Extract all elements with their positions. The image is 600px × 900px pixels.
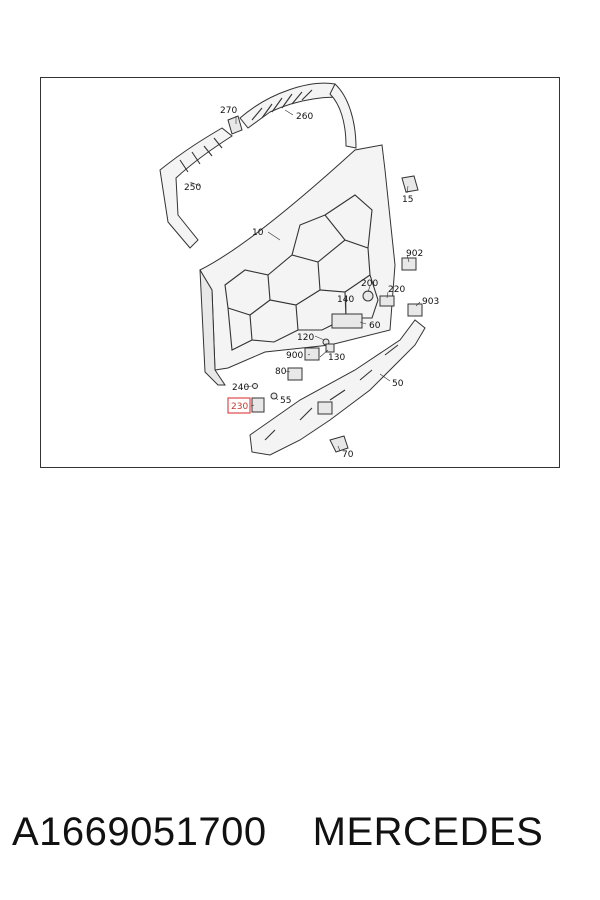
part-50-clip [317,401,333,415]
label-50: 50 [392,379,404,389]
brand-name: MERCEDES [312,809,544,854]
label-120: 120 [297,333,314,343]
label-10: 10 [252,228,264,238]
part-250-rail [159,127,233,249]
part-230-retainer [251,397,265,413]
label-200: 200 [361,279,378,289]
part-250-ribs [179,137,223,173]
part-220-bracket [379,295,395,307]
part-260-ribs [251,89,313,121]
part-80-block [287,367,303,381]
part-50-details [264,344,399,441]
part-270-clip [227,115,243,135]
label-270: 270 [220,106,237,116]
part-200-nut [362,290,374,302]
part-140-latch [331,313,363,329]
label-140: 140 [337,295,354,305]
part-10-left-wall [199,269,226,386]
label-240: 240 [232,383,249,393]
label-55: 55 [280,396,291,406]
part-260-arm [329,83,357,149]
part-903-block [407,303,423,317]
part-number: A1669051700 [12,809,267,854]
label-130: 130 [328,353,345,363]
part-900-block [304,347,320,361]
label-60: 60 [369,321,381,331]
part-240-screw [252,383,258,389]
part-55-screw [270,392,278,400]
label-900: 900 [286,351,303,361]
label-220: 220 [388,285,405,295]
label-80: 80 [275,367,287,377]
part-50-lower-trim [249,319,426,456]
part-130-pin [325,343,335,353]
part-70-clip [329,435,349,453]
label-15: 15 [402,195,413,205]
label-902: 902 [406,249,423,259]
label-250: 250 [184,183,201,193]
footer: A1669051700 MERCEDES [12,802,592,862]
label-70: 70 [342,450,354,460]
part-260-spoiler [239,82,346,129]
label-230: 230 [231,402,248,412]
label-903: 903 [422,297,439,307]
label-260: 260 [296,112,313,122]
leader-lines [189,109,421,452]
label-230-highlight-box [227,397,251,414]
part-15-clip [401,175,419,193]
part-902-block [401,257,417,271]
